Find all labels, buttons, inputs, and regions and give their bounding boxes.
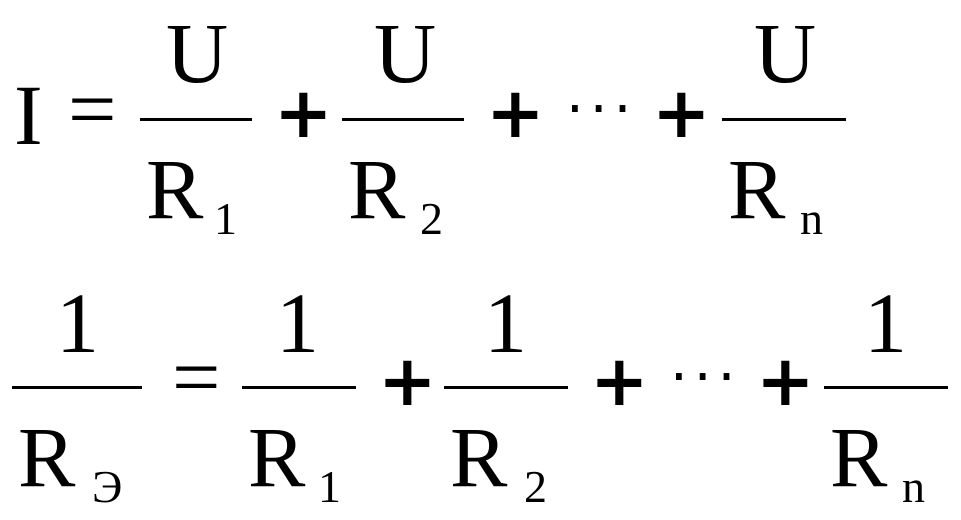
lhs-fraction-bar xyxy=(12,386,142,389)
plus-sign-3: + xyxy=(652,72,711,154)
subscript-2: 2 xyxy=(420,193,443,244)
lhs-denominator-r: R xyxy=(18,409,76,505)
subscript-2-2: 2 xyxy=(524,461,547,512)
fraction-bar-2-1 xyxy=(242,386,356,389)
subscript-2-n: n xyxy=(902,461,925,512)
denominator-r-2-2: R xyxy=(450,409,508,505)
denominator-r-n: R xyxy=(728,141,786,237)
fraction-bar-2-2 xyxy=(444,386,568,389)
plus-sign-2-3: + xyxy=(756,340,815,422)
fraction-bar-1 xyxy=(140,118,252,121)
numerator-u-2: U xyxy=(374,5,437,101)
subscript-1: 1 xyxy=(214,193,237,244)
lhs-numerator-one: 1 xyxy=(56,275,99,371)
denominator-r-1: R xyxy=(146,141,204,237)
subscript-n: n xyxy=(800,193,823,244)
ellipsis-2: ··· xyxy=(670,345,742,410)
ellipsis: ··· xyxy=(566,77,638,142)
numerator-one-2: 1 xyxy=(484,275,527,371)
denominator-r-2-1: R xyxy=(248,409,306,505)
numerator-one-n: 1 xyxy=(864,275,907,371)
subscript-2-1: 1 xyxy=(318,461,341,512)
equals-sign: = xyxy=(68,61,117,157)
denominator-r-2: R xyxy=(348,141,406,237)
denominator-r-2-n: R xyxy=(830,409,888,505)
numerator-u-1: U xyxy=(166,5,229,101)
fraction-bar-2-n xyxy=(824,386,948,389)
plus-sign-2-2: + xyxy=(590,340,649,422)
lhs-current: I xyxy=(14,67,43,163)
numerator-one-1: 1 xyxy=(276,275,319,371)
fraction-bar-2 xyxy=(342,118,464,121)
plus-sign-2: + xyxy=(486,72,545,154)
plus-sign-1: + xyxy=(274,72,333,154)
numerator-u-n: U xyxy=(754,5,817,101)
plus-sign-2-1: + xyxy=(378,340,437,422)
equals-sign-2: = xyxy=(172,329,221,425)
fraction-bar-n xyxy=(722,118,846,121)
lhs-subscript-e: Э xyxy=(92,461,123,512)
